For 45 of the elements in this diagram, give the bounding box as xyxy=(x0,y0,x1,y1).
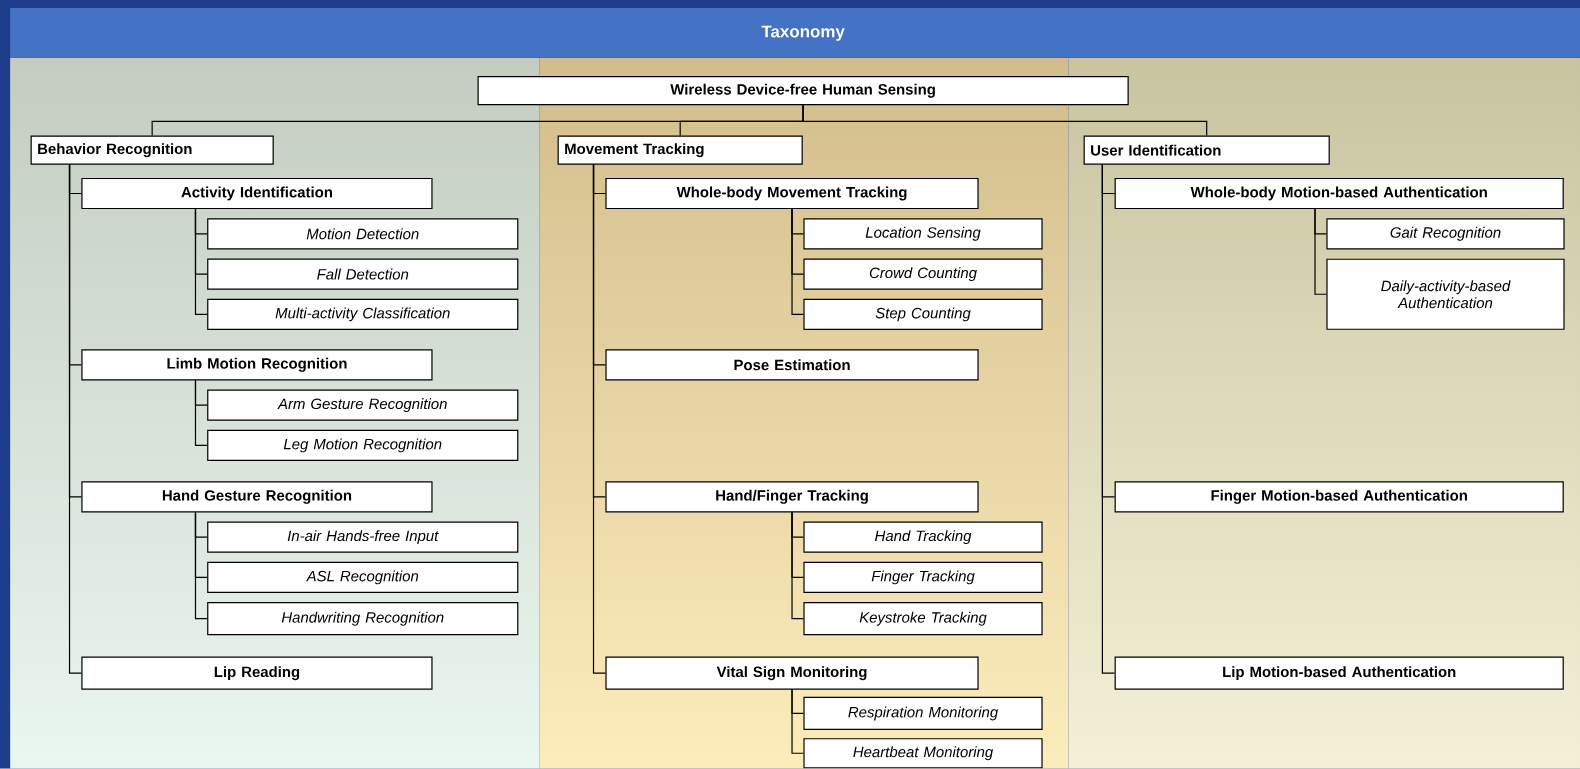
leaf-box: ASL Recognition xyxy=(207,561,519,594)
leaf-box: Multi-activity Classification xyxy=(207,298,519,331)
category-box: User Identification xyxy=(1083,135,1330,165)
subcategory-box: Hand Gesture Recognition xyxy=(81,481,433,513)
leaf-box: Fall Detection xyxy=(207,258,519,290)
subcategory-box: Finger Motion-based Authentication xyxy=(1114,481,1564,513)
subcategory-box: Limb Motion Recognition xyxy=(81,349,433,381)
leaf-box: Finger Tracking xyxy=(803,561,1043,594)
category-box: Movement Tracking xyxy=(557,135,803,165)
connector-line xyxy=(791,511,804,620)
subcategory-box: Whole-body Motion-based Authentication xyxy=(1114,177,1564,210)
leaf-box: Crowd Counting xyxy=(803,258,1043,290)
connector-line xyxy=(1314,208,1327,295)
connector-line xyxy=(194,379,208,447)
connector-line xyxy=(194,511,208,620)
leaf-box: Step Counting xyxy=(803,298,1043,331)
subcategory-box: Lip Reading xyxy=(81,656,433,690)
subcategory-box: Hand/Finger Tracking xyxy=(605,481,979,513)
connector-line xyxy=(802,104,1208,137)
subcategory-box: Vital Sign Monitoring xyxy=(605,656,979,690)
leaf-box: Daily-activity-based Authentication xyxy=(1326,258,1565,330)
connector-line xyxy=(791,208,804,316)
leaf-box: Handwriting Recognition xyxy=(207,602,519,636)
leaf-box: Keystroke Tracking xyxy=(803,602,1043,636)
category-box: Behavior Recognition xyxy=(30,135,274,165)
subcategory-box: Pose Estimation xyxy=(605,349,979,381)
subcategory-box: Whole-body Movement Tracking xyxy=(605,177,979,210)
leaf-box: Respiration Monitoring xyxy=(803,696,1043,731)
subcategory-box: Activity Identification xyxy=(81,177,433,210)
leaf-box: In-air Hands-free Input xyxy=(207,521,519,553)
connector-line xyxy=(68,163,82,674)
leaf-box: Gait Recognition xyxy=(1326,218,1565,250)
leaf-box: Hand Tracking xyxy=(803,521,1043,553)
leaf-box: Motion Detection xyxy=(207,218,519,250)
connector-line xyxy=(791,688,804,754)
title-bar: Taxonomy xyxy=(10,8,1580,58)
leaf-box: Arm Gesture Recognition xyxy=(207,389,519,421)
leaf-box: Heartbeat Monitoring xyxy=(803,738,1043,769)
leaf-box: Location Sensing xyxy=(803,218,1043,250)
connector-line xyxy=(1101,163,1116,674)
subcategory-box: Lip Motion-based Authentication xyxy=(1114,656,1564,690)
leaf-box: Leg Motion Recognition xyxy=(207,429,519,462)
connector-line xyxy=(194,208,208,316)
connector-line xyxy=(592,163,606,674)
root-box: Wireless Device-free Human Sensing xyxy=(477,76,1129,106)
